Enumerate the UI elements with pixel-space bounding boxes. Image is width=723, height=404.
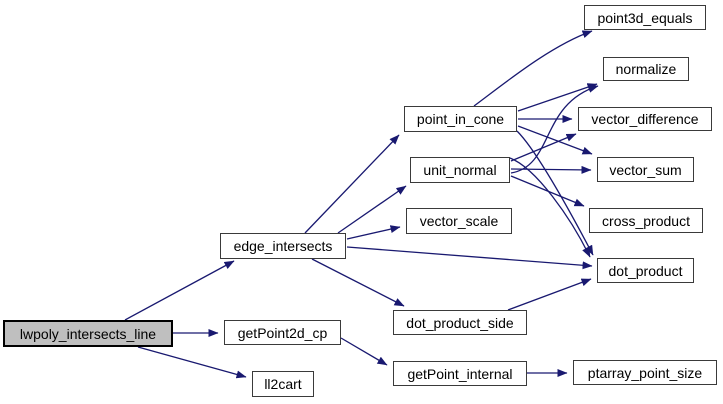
node-label: vector_difference	[591, 111, 699, 127]
edge-edge_intersects-to-vector_scale	[346, 225, 401, 240]
node-ptarray_point_size[interactable]: ptarray_point_size	[573, 360, 717, 385]
node-vector_difference[interactable]: vector_difference	[578, 107, 712, 131]
node-edge_intersects[interactable]: edge_intersects	[220, 233, 346, 259]
node-getPoint2d_cp[interactable]: getPoint2d_cp	[224, 320, 341, 345]
node-label: ptarray_point_size	[587, 364, 703, 381]
node-normalize[interactable]: normalize	[603, 57, 689, 81]
node-dot_product_side[interactable]: dot_product_side	[393, 310, 527, 335]
node-label: point_in_cone	[416, 111, 505, 127]
edge-lwpoly_intersects_line-to-ll2cart	[137, 346, 247, 379]
edge-unit_normal-to-dot_product	[509, 157, 591, 258]
node-point_in_cone[interactable]: point_in_cone	[404, 106, 517, 132]
edge-point_in_cone-to-dot_product	[516, 130, 594, 256]
edge-unit_normal-to-vector_sum	[510, 165, 592, 174]
node-getPoint_internal[interactable]: getPoint_internal	[393, 361, 527, 386]
edge-point_in_cone-to-normalize	[517, 83, 598, 112]
edge-unit_normal-to-vector_difference	[510, 133, 577, 162]
node-label: cross_product	[602, 212, 690, 229]
edge-unit_normal-to-normalize	[510, 85, 599, 174]
node-label: getPoint2d_cp	[237, 324, 328, 341]
node-unit_normal[interactable]: unit_normal	[410, 157, 510, 183]
edge-edge_intersects-to-dot_product_side	[311, 258, 405, 307]
node-lwpoly_intersects_line: lwpoly_intersects_line	[3, 320, 173, 347]
edge-point_in_cone-to-point3d_equals	[473, 30, 593, 107]
edge-dot_product_side-to-dot_product	[507, 278, 592, 311]
node-cross_product[interactable]: cross_product	[589, 208, 703, 233]
edge-point_in_cone-to-vector_sum	[517, 125, 593, 155]
node-vector_scale[interactable]: vector_scale	[406, 208, 512, 234]
call-edges	[124, 30, 599, 379]
node-label: dot_product	[608, 262, 683, 279]
edge-edge_intersects-to-unit_normal	[337, 185, 407, 234]
node-label: unit_normal	[423, 162, 497, 178]
node-label: point3d_equals	[597, 9, 693, 26]
node-label: edge_intersects	[233, 238, 333, 254]
node-label: ll2cart	[264, 376, 302, 392]
node-label: getPoint_internal	[407, 365, 513, 382]
node-dot_product[interactable]: dot_product	[597, 258, 694, 283]
node-label: vector_sum	[609, 161, 682, 178]
node-label: lwpoly_intersects_line	[19, 325, 157, 342]
edge-lwpoly_intersects_line-to-edge_intersects	[124, 260, 235, 321]
node-ll2cart[interactable]: ll2cart	[252, 371, 314, 397]
edge-edge_intersects-to-point_in_cone	[304, 134, 400, 234]
node-vector_sum[interactable]: vector_sum	[597, 157, 694, 182]
node-point3d_equals[interactable]: point3d_equals	[584, 5, 706, 30]
edge-getPoint2d_cp-to-getPoint_internal	[340, 337, 388, 366]
node-label: normalize	[615, 61, 677, 77]
edge-edge_intersects-to-dot_product	[346, 246, 593, 270]
node-label: vector_scale	[419, 213, 499, 229]
node-label: dot_product_side	[406, 314, 514, 331]
